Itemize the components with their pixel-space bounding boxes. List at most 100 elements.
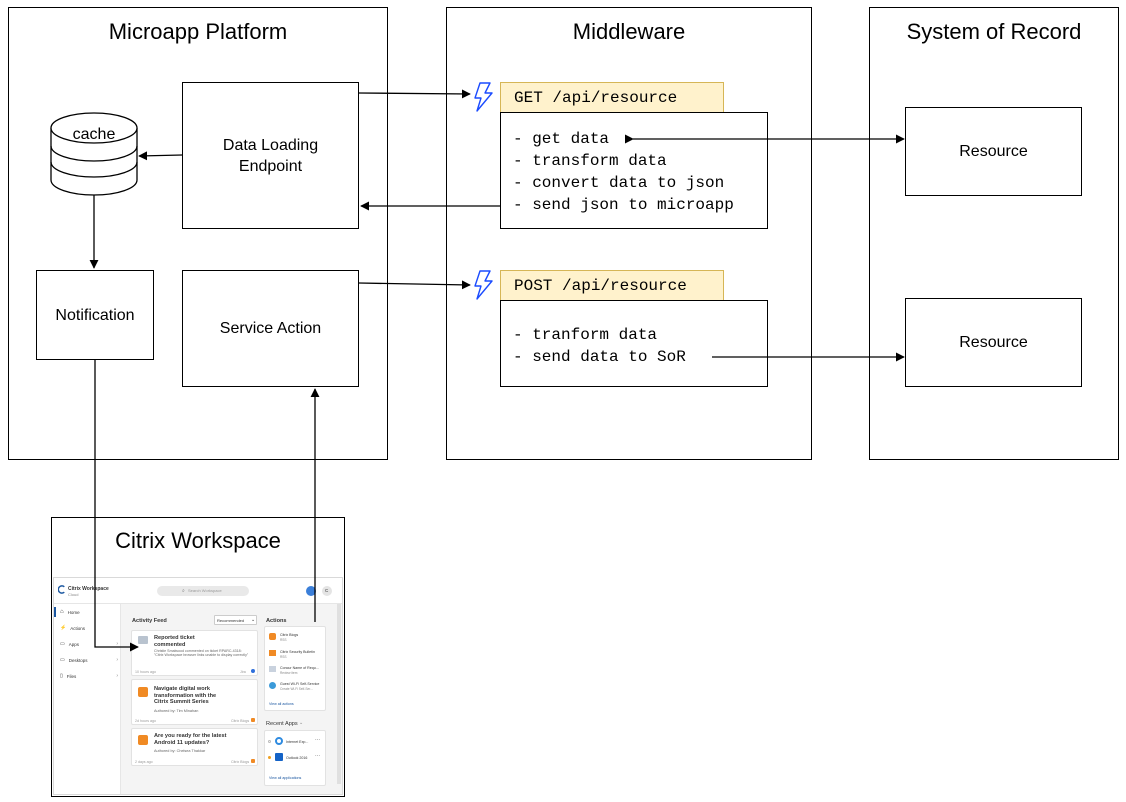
feed-card[interactable]: Reported ticket commented Christie Smalw… — [131, 630, 258, 676]
sidebar-item-label: Desktops — [68, 657, 88, 663]
system-of-record-panel: System of Record — [869, 7, 1119, 460]
sort-dropdown-value: Recommended — [217, 618, 245, 623]
sidebar-item-files[interactable]: ▯ Files › — [60, 671, 118, 681]
rss-icon — [251, 759, 255, 763]
middleware-title: Middleware — [572, 19, 686, 44]
rss-icon — [269, 633, 276, 640]
chevron-down-icon: ⌄ — [251, 617, 256, 623]
actions-icon: ⚡ — [60, 625, 67, 631]
scrollbar[interactable] — [337, 604, 341, 784]
sidebar-item-apps[interactable]: ▭ Apps › — [60, 639, 118, 649]
feed-card-title: Navigate digital work transformation wit… — [154, 686, 217, 705]
get-endpoint-label: GET /api/resource — [500, 82, 724, 114]
view-all-actions-link[interactable]: View all actions — [269, 702, 294, 706]
jira-icon — [251, 669, 255, 673]
resource-box-1: Resource — [905, 107, 1082, 196]
concur-icon — [269, 666, 276, 672]
feed-card-title: Are you ready for the latest Android 11 … — [154, 733, 227, 746]
resource-label-2: Resource — [959, 334, 1028, 351]
sidebar-item-desktops[interactable]: ▭ Desktops › — [60, 655, 118, 665]
more-icon[interactable]: ··· — [315, 753, 320, 759]
activity-feed-title: Activity Feed — [132, 618, 167, 624]
wifi-icon — [269, 682, 276, 689]
feed-card[interactable]: Are you ready for the latest Android 11 … — [131, 728, 258, 766]
feed-card-body: Authored by: Tim Minahan — [154, 709, 199, 713]
chevron-right-icon: › — [116, 641, 118, 647]
get-steps-box: - get data - transform data - convert da… — [500, 112, 768, 229]
service-action-box: Service Action — [182, 270, 359, 387]
view-all-applications-link[interactable]: View all applications — [269, 776, 302, 780]
chevron-down-icon: ⌄ — [299, 720, 304, 726]
sidebar-item-label: Apps — [68, 641, 79, 647]
files-icon: ▯ — [60, 673, 63, 679]
notification-label: Notification — [55, 306, 135, 324]
citrix-workspace-title: Citrix Workspace — [115, 528, 281, 553]
search-placeholder: Search Workspace — [188, 588, 222, 593]
rss-icon — [138, 735, 148, 745]
notification-box: Notification — [36, 270, 154, 360]
workspace-sidebar: ⌂ Home ⚡ Actions ▭ Apps › ▭ Desktops › ▯… — [54, 604, 121, 794]
post-endpoint-text: POST /api/resource — [514, 277, 687, 295]
feed-card-source: Citrix Blogs — [231, 760, 250, 764]
recent-apps-card: Internet Exp... ··· Outlook 2016 ··· Vie… — [264, 730, 326, 786]
sidebar-item-label: Home — [67, 609, 80, 615]
star-icon[interactable] — [268, 740, 271, 743]
rss-icon — [251, 718, 255, 722]
resource-label-1: Resource — [959, 143, 1028, 160]
action-sub: RSS — [280, 655, 287, 659]
recent-app-name[interactable]: Outlook 2016 — [286, 756, 308, 760]
feed-card-time: 2 days ago — [135, 760, 153, 764]
flag-icon — [269, 650, 276, 656]
microapp-platform-panel: Microapp Platform — [8, 7, 388, 460]
chevron-right-icon: › — [116, 657, 118, 663]
chevron-right-icon: › — [116, 673, 118, 679]
workspace-top-bar: Citrix Workspace Cloud ⌕ Search Workspac… — [54, 578, 342, 604]
more-icon[interactable]: ··· — [315, 737, 320, 743]
action-name[interactable]: Concur Name of Requ... — [280, 666, 319, 670]
workspace-search-input[interactable]: ⌕ Search Workspace — [157, 586, 249, 596]
action-sub: Review item — [280, 671, 298, 675]
sidebar-active-indicator — [54, 607, 56, 617]
apps-icon: ▭ — [60, 641, 65, 647]
workspace-screenshot: Citrix Workspace Cloud ⌕ Search Workspac… — [53, 577, 343, 795]
action-name[interactable]: Guest Wi-Fi Self-Service — [280, 682, 320, 686]
star-icon[interactable] — [268, 756, 271, 759]
resource-box-2: Resource — [905, 298, 1082, 387]
service-action-label: Service Action — [219, 320, 322, 337]
sort-dropdown[interactable]: Recommended ⌄ — [214, 615, 257, 625]
feed-card-time: 2d hours ago — [135, 719, 156, 723]
sidebar-item-actions[interactable]: ⚡ Actions — [60, 623, 118, 633]
get-step: - transform data — [513, 152, 667, 170]
action-sub: Create Wi-Fi Self-Ser... — [280, 687, 313, 691]
feed-card-source: Jira — [240, 670, 246, 674]
avatar[interactable]: C — [322, 586, 332, 596]
action-name[interactable]: Citrix Blogs — [280, 633, 299, 637]
actions-title: Actions — [266, 618, 287, 624]
post-step: - send data to SoR — [513, 348, 686, 366]
feed-card-title: Reported ticket commented — [154, 635, 195, 648]
notification-bell-icon[interactable] — [306, 586, 316, 596]
outlook-icon — [275, 753, 283, 761]
citrix-logo-icon — [58, 585, 65, 594]
sidebar-item-home[interactable]: ⌂ Home — [60, 607, 118, 617]
desktop-icon: ▭ — [60, 657, 65, 663]
data-loading-endpoint-label: Data Loading Endpoint — [222, 136, 319, 175]
get-step: - convert data to json — [513, 174, 725, 192]
microapp-platform-title: Microapp Platform — [108, 19, 288, 44]
action-sub: RSS — [280, 638, 287, 642]
system-of-record-title: System of Record — [906, 19, 1082, 44]
action-name[interactable]: Citrix Security Bulletin — [280, 650, 315, 654]
post-step: - tranform data — [513, 326, 658, 344]
avatar-letter: C — [325, 588, 329, 593]
recent-apps-title: Recent Apps — [266, 721, 298, 727]
sidebar-item-label: Files — [66, 673, 77, 679]
feed-card-body: Authored by: Chelsea Thakkar — [154, 749, 206, 753]
feed-card-source: Citrix Blogs — [231, 719, 250, 723]
recent-app-name[interactable]: Internet Exp... — [286, 740, 309, 744]
workspace-app-name: Citrix Workspace — [68, 586, 109, 592]
get-step: - send json to microapp — [513, 196, 734, 214]
data-loading-endpoint-box: Data Loading Endpoint — [182, 82, 359, 229]
feed-card[interactable]: Navigate digital work transformation wit… — [131, 679, 258, 725]
middleware-panel: Middleware — [446, 7, 812, 460]
search-icon: ⌕ — [182, 588, 185, 594]
